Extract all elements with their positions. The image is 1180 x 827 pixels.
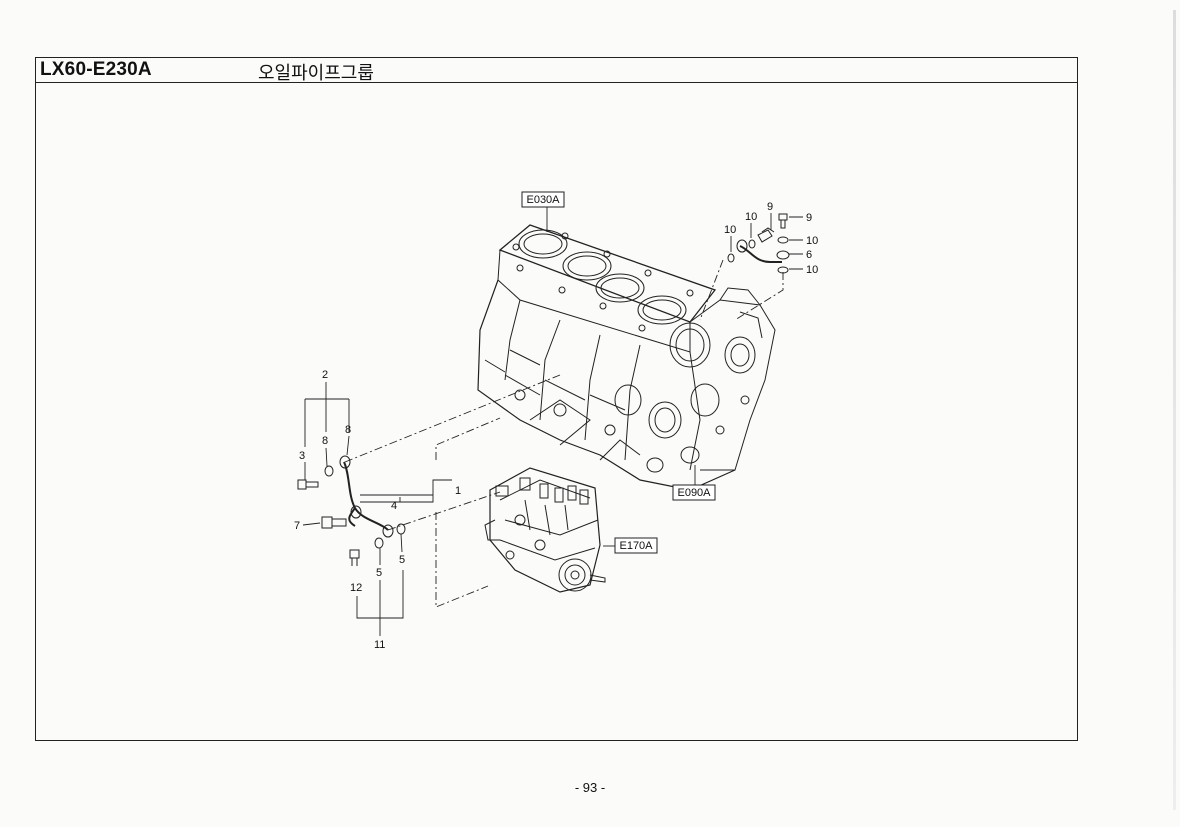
group-title: 오일파이프그룹 xyxy=(258,63,374,84)
injection-pump-illustration xyxy=(484,467,606,593)
callout-9b: 9 xyxy=(806,212,812,224)
ref-label-e030a: E030A xyxy=(526,194,560,206)
callout-7: 7 xyxy=(294,520,300,532)
callout-3: 3 xyxy=(299,450,305,462)
callout-12: 12 xyxy=(350,582,362,594)
title-bar: LX60-E230A 오일파이프그룹 xyxy=(36,58,1077,84)
ref-label-e090a: E090A xyxy=(677,487,711,499)
callout-2: 2 xyxy=(322,369,328,381)
callout-8b: 8 xyxy=(345,424,351,436)
callout-1: 1 xyxy=(455,485,461,497)
ref-box-e090a: E090A xyxy=(672,484,716,501)
callout-10d: 10 xyxy=(806,264,818,276)
callout-4: 4 xyxy=(391,500,397,512)
callout-9a: 9 xyxy=(767,201,773,213)
scan-edge-shadow xyxy=(1173,10,1176,810)
model-code: LX60-E230A xyxy=(40,59,152,80)
ref-box-e030a: E030A xyxy=(521,191,565,208)
callout-5b: 5 xyxy=(399,554,405,566)
oil-pipe-lower xyxy=(297,455,406,566)
oil-pipe-upper xyxy=(727,213,790,274)
diagram-frame: LX60-E230A 오일파이프그룹 xyxy=(35,57,1078,741)
callout-11: 11 xyxy=(374,639,385,651)
assembly-leader-lines xyxy=(344,259,784,608)
callout-10c: 10 xyxy=(806,235,818,247)
callout-6: 6 xyxy=(806,249,812,261)
callout-lines xyxy=(302,207,803,636)
callout-numbers: 1 2 3 4 5 5 6 7 8 8 9 9 10 10 10 10 11 1… xyxy=(294,201,818,651)
ref-box-e170a: E170A xyxy=(614,537,658,554)
callout-10b: 10 xyxy=(745,211,757,223)
callout-8a: 8 xyxy=(322,435,328,447)
page-number: - 93 - xyxy=(574,780,606,795)
callout-5a: 5 xyxy=(376,567,382,579)
callout-10a: 10 xyxy=(724,224,736,236)
ref-label-e170a: E170A xyxy=(619,540,653,552)
engine-block-illustration xyxy=(477,224,776,491)
